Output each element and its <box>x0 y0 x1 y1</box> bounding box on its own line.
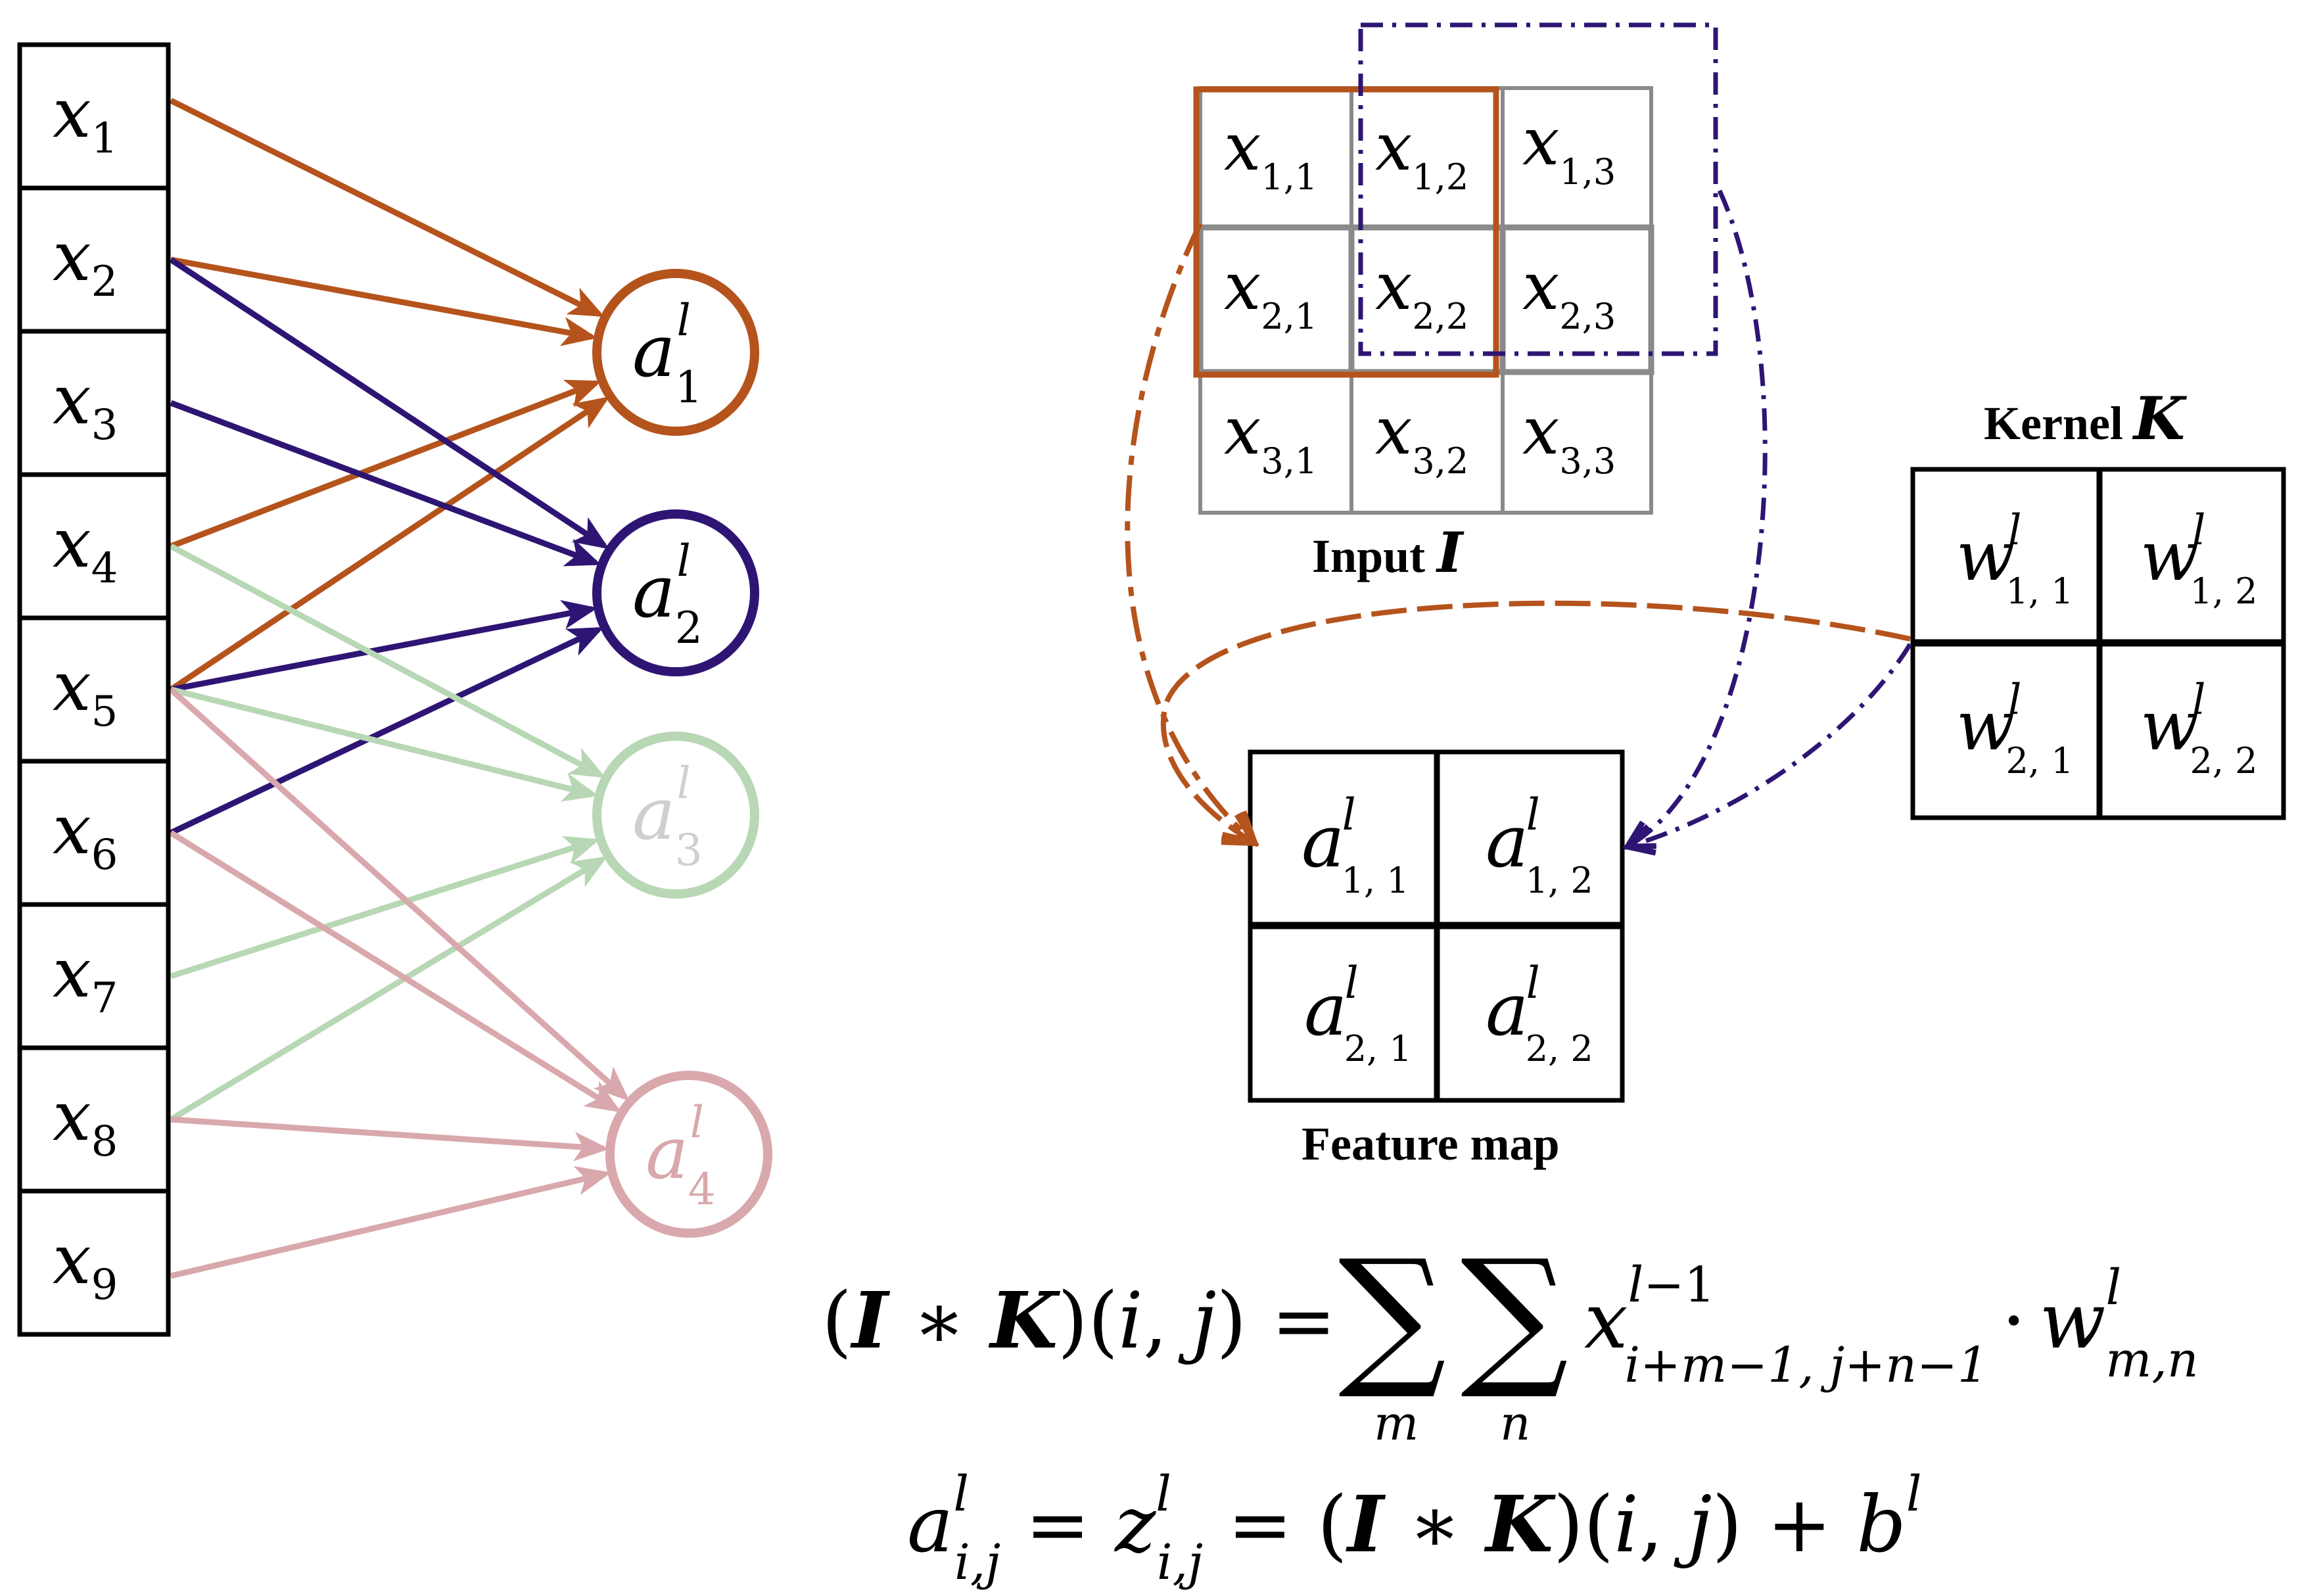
input-node-box <box>17 615 171 764</box>
input-node-subscript: 4 <box>91 544 118 593</box>
neuron-circle <box>605 1071 772 1238</box>
input-cell-x31: x3,1 <box>1224 392 1317 482</box>
connection-arrow <box>170 835 600 979</box>
neuron-subscript: 4 <box>688 1164 716 1215</box>
connection-arrow <box>170 256 598 346</box>
neuron-superscript: l <box>677 295 691 346</box>
connection-arrow <box>169 544 606 778</box>
sum-m: ∑ <box>1338 1228 1446 1403</box>
connection-arrow <box>169 830 622 1113</box>
input-cell-x22: x2,2 <box>1375 248 1468 337</box>
convolution-equation: (I ∗ K)(i, j) = <box>822 1275 1336 1366</box>
input-cell-x23: x2,3 <box>1522 248 1616 337</box>
input-cell-x12: x1,2 <box>1375 108 1468 198</box>
input-node-subscript: 6 <box>91 831 118 880</box>
neuron-subscript: 2 <box>675 603 703 653</box>
connection-arrow <box>170 1116 610 1162</box>
flow-arrows <box>1125 189 1912 847</box>
input-node-box <box>17 759 171 907</box>
neuron-subscript: 3 <box>675 825 703 876</box>
connection-arrow <box>169 856 608 1122</box>
input-node-box <box>17 329 171 477</box>
input-node-subscript: 8 <box>91 1117 118 1166</box>
connection-arrow <box>170 626 604 836</box>
kernel-to-feature-arrow-orange <box>1160 600 1911 843</box>
input-cell <box>1501 370 1653 515</box>
feature-map-caption: Feature map <box>1301 1117 1560 1170</box>
input-cell-x32: x3,2 <box>1375 392 1468 482</box>
neuron-superscript: l <box>677 536 691 586</box>
input-cell-x21: x2,1 <box>1224 248 1317 337</box>
connection-arrow <box>169 257 610 550</box>
neuron-circle <box>592 269 759 436</box>
connection-arrow <box>170 400 601 567</box>
input-cell-x11: x1,1 <box>1224 108 1317 198</box>
input-node-box <box>17 1188 171 1337</box>
sum-n: ∑ <box>1461 1228 1568 1403</box>
neuron-superscript: l <box>690 1097 704 1148</box>
input-node-subscript: 1 <box>91 114 118 163</box>
connection-arrow <box>170 686 599 802</box>
input-grid: x1,1 x1,2 x1,3 x2,1 x2,2 x2,3 x3,1 x3,2 … <box>1193 22 1718 585</box>
input-node-box <box>17 902 171 1050</box>
connection-arrow <box>168 687 630 1102</box>
connections-layer <box>168 97 630 1279</box>
input-node-subscript: 2 <box>91 258 118 306</box>
neuron-circle <box>592 509 759 676</box>
input-cell-x33: x3,3 <box>1522 392 1616 482</box>
sum-m-index: m <box>1374 1396 1419 1451</box>
input-node-label: x3 <box>53 360 118 450</box>
kernel-to-feature-arrow-purple <box>1628 643 1912 847</box>
input-node-subscript: 7 <box>91 974 118 1023</box>
receptive-field-purple <box>1358 22 1718 356</box>
input-to-feature-arrow-purple <box>1628 189 1768 847</box>
connection-arrow <box>169 396 610 692</box>
sum-n-index: n <box>1500 1396 1530 1451</box>
input-node-subscript: 5 <box>91 688 118 736</box>
input-cell-x13: x1,3 <box>1522 103 1616 193</box>
input-to-feature-arrow-orange <box>1125 222 1254 843</box>
connection-arrow <box>170 599 598 693</box>
connection-arrow <box>169 97 605 317</box>
input-node-box <box>17 472 171 621</box>
neuron-circle <box>592 732 759 899</box>
connection-arrow <box>170 379 602 550</box>
neuron-subscript: 1 <box>675 362 703 413</box>
input-node-subscript: 3 <box>91 401 118 450</box>
input-node-subscript: 9 <box>91 1261 118 1309</box>
connection-arrow <box>170 1166 612 1279</box>
neuron-superscript: l <box>677 758 691 809</box>
